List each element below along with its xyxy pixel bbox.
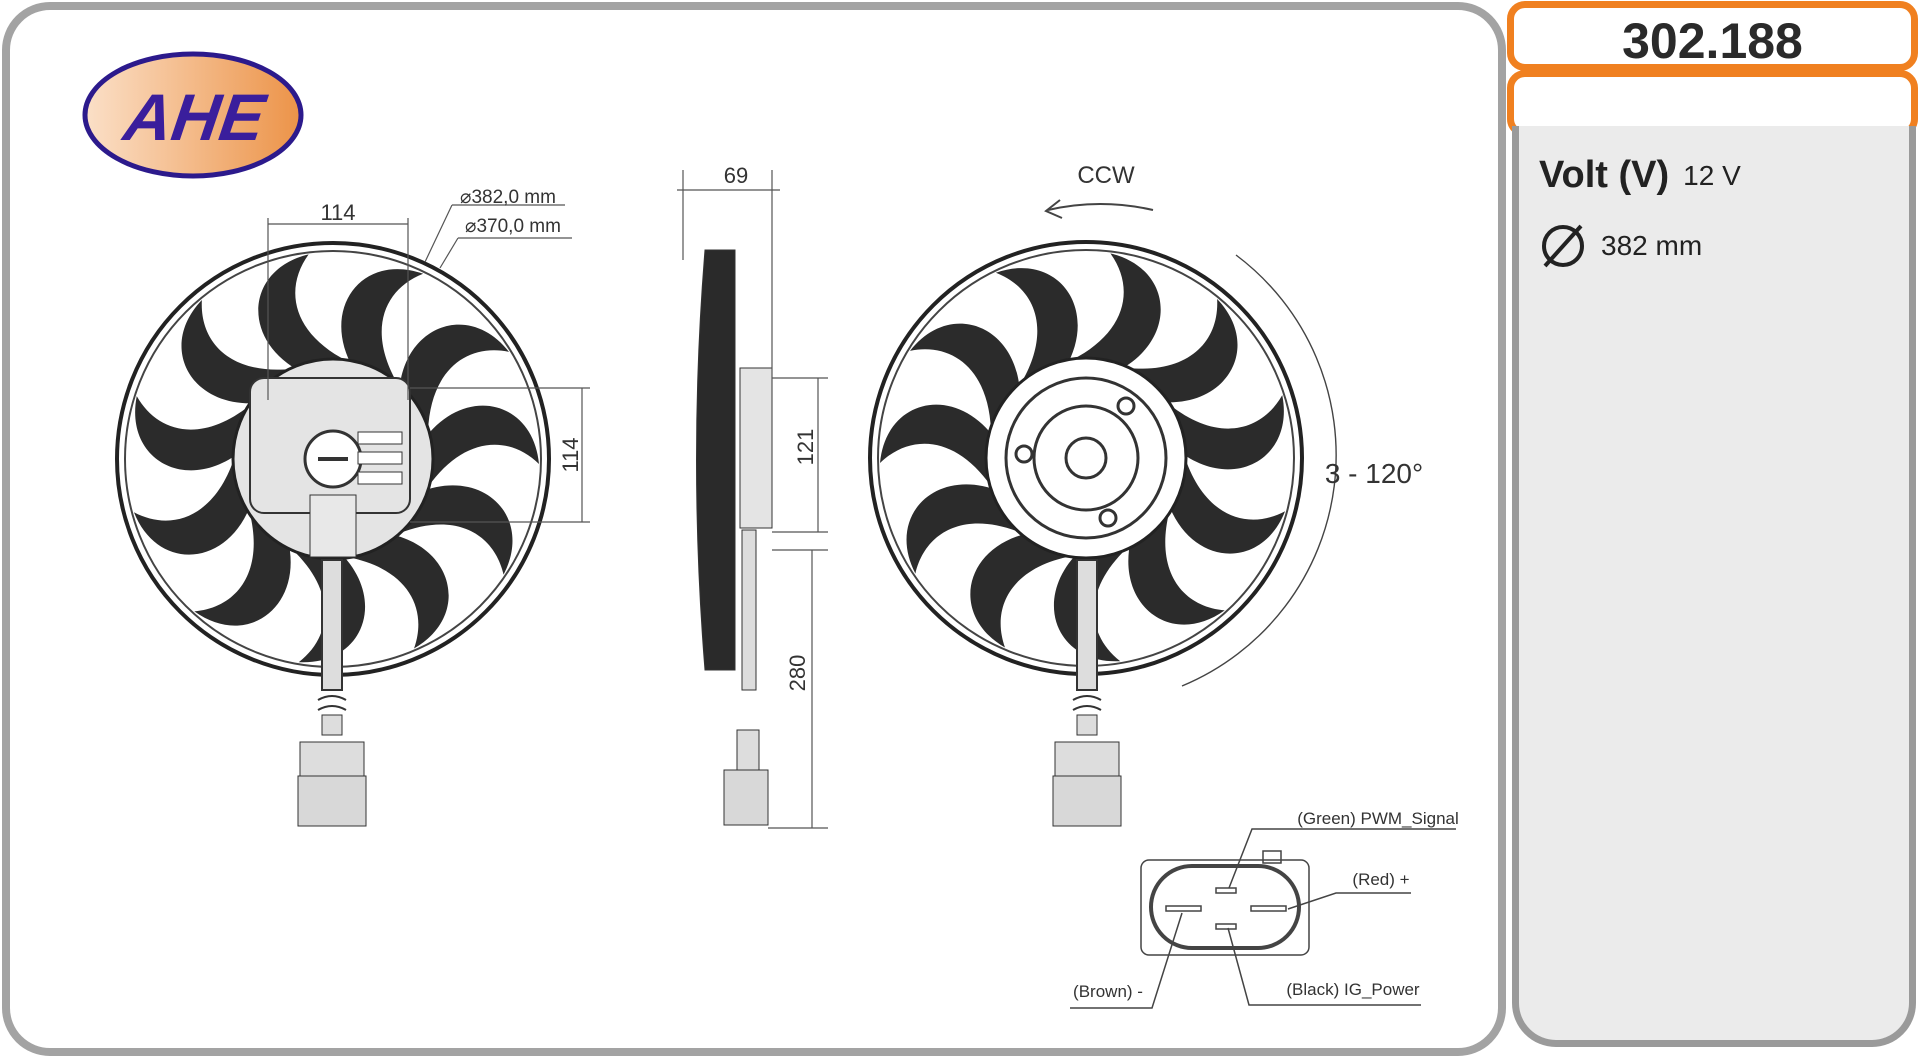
fan-blade xyxy=(397,485,513,575)
fan-blade xyxy=(1071,253,1161,372)
fan-back-view xyxy=(868,240,1304,676)
fan-blade xyxy=(995,268,1078,384)
front-dimensions xyxy=(267,204,590,523)
motor-front xyxy=(249,377,411,558)
rotation-label: CCW xyxy=(1077,162,1135,189)
fan-blade xyxy=(423,405,539,487)
mounting-angle-label: 3 - 120° xyxy=(1325,458,1423,489)
fan-blade xyxy=(1127,299,1238,403)
side-motor-dim: 121 xyxy=(793,429,818,466)
part-number-box: 302.188 xyxy=(1507,1,1918,71)
fan-blade xyxy=(133,458,252,555)
inner-diameter-label: ⌀370,0 mm xyxy=(465,216,561,237)
connector-pinout xyxy=(1070,828,1456,1009)
spec-label: Volt (V) xyxy=(1539,154,1670,196)
ahe-logo: AHE xyxy=(82,51,304,179)
rotation-arrow-icon xyxy=(1044,199,1154,219)
side-dimensions xyxy=(677,170,828,829)
mount-hole-icon xyxy=(1014,444,1034,464)
front-height-dim: 114 xyxy=(558,437,583,472)
side-depth-dim: 69 xyxy=(724,163,748,188)
fan-side-view xyxy=(696,249,773,826)
fan-hub xyxy=(984,356,1188,560)
cable-front xyxy=(297,559,367,827)
specs-panel: Volt (V) 12 V 382 mm xyxy=(1512,126,1916,1047)
svg-text:AHE: AHE xyxy=(118,81,271,155)
pin-label-black: (Black) IG_Power xyxy=(1286,980,1420,999)
spec-value: 382 mm xyxy=(1601,230,1703,261)
front-width-dim: 114 xyxy=(320,200,355,225)
fan-blade xyxy=(346,533,449,649)
fan-blade xyxy=(909,323,1021,431)
spec-voltage: Volt (V) 12 V xyxy=(1539,154,1741,197)
fan-blade xyxy=(906,484,1022,574)
fan-blade xyxy=(1128,511,1225,625)
fan-blade xyxy=(341,269,424,385)
mount-hole-icon xyxy=(1116,396,1136,416)
fan-blade xyxy=(194,512,291,626)
fan-blade xyxy=(258,254,348,373)
hub-ring xyxy=(1032,404,1140,512)
fan-blade xyxy=(880,404,996,486)
fan-blade xyxy=(1169,395,1284,470)
spec-diameter: 382 mm xyxy=(1539,222,1702,270)
spec-value: 12 V xyxy=(1683,159,1741,191)
side-cable-dim: 280 xyxy=(785,655,810,692)
cable-back xyxy=(1052,559,1122,827)
hub-ring xyxy=(1004,376,1168,540)
mounting-angle-arc xyxy=(1181,254,1337,687)
pin-label-brown: (Brown) - xyxy=(1073,982,1143,1001)
fan-blade xyxy=(135,396,250,471)
fan-blade xyxy=(970,532,1073,648)
fan-blade xyxy=(398,324,510,432)
pin-label-green: (Green) PWM_Signal xyxy=(1297,809,1459,828)
hub-ring xyxy=(1064,436,1108,480)
pin-label-red: (Red) + xyxy=(1352,870,1409,889)
diameter-icon xyxy=(1542,224,1584,268)
part-number: 302.188 xyxy=(1622,13,1803,69)
fan-blade xyxy=(1167,457,1286,554)
outer-diameter-label: ⌀382,0 mm xyxy=(460,187,556,208)
mount-hole-icon xyxy=(1098,508,1118,528)
